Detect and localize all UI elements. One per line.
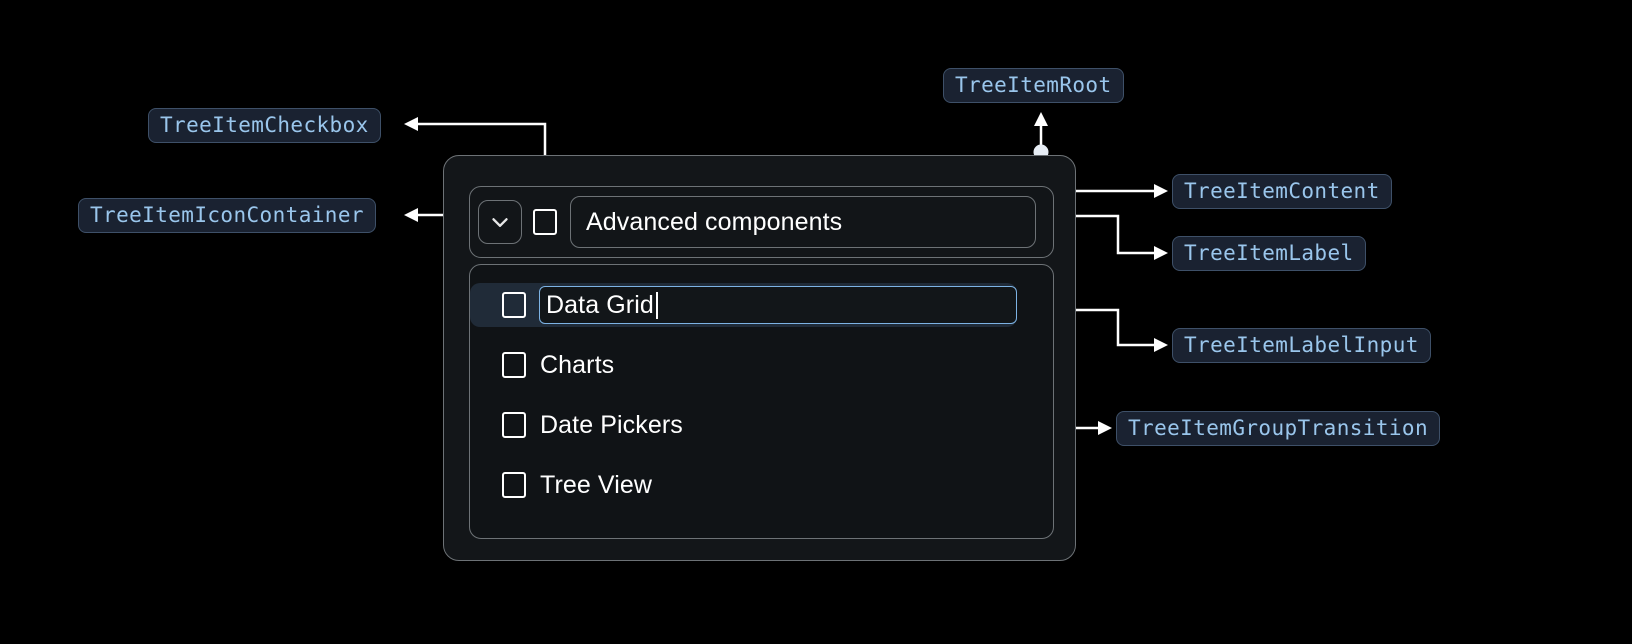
tree-item-label-input[interactable]: Data Grid [539, 286, 1017, 324]
arrowhead-label [1154, 246, 1168, 260]
annotation-chip-tree-item-icon-container: TreeItemIconContainer [78, 198, 376, 233]
tree-item-label[interactable]: Advanced components [570, 196, 1036, 248]
tree-item-row[interactable]: Tree View [470, 463, 1053, 507]
chevron-down-icon [487, 209, 513, 235]
tree-item-label[interactable]: Tree View [540, 470, 653, 499]
tree-item-checkbox[interactable] [502, 472, 526, 498]
annotation-chip-tree-item-content: TreeItemContent [1172, 174, 1392, 209]
tree-item-row[interactable]: Date Pickers [470, 403, 1053, 447]
annotation-chip-tree-item-label-input: TreeItemLabelInput [1172, 328, 1431, 363]
arrowhead-checkbox [404, 117, 418, 131]
tree-item-label[interactable]: Date Pickers [540, 410, 683, 439]
tree-item-label-input-value: Data Grid [546, 290, 654, 319]
tree-item-group-transition: Data Grid Charts Date Pickers Tree View [469, 264, 1054, 539]
annotation-chip-tree-item-label: TreeItemLabel [1172, 236, 1366, 271]
tree-item-root[interactable]: Advanced components Data Grid Charts Dat… [443, 155, 1076, 561]
text-caret [655, 291, 658, 319]
tree-item-icon-container[interactable] [478, 200, 522, 244]
annotation-chip-tree-item-group-transition: TreeItemGroupTransition [1116, 411, 1440, 446]
tree-item-checkbox[interactable] [502, 292, 526, 318]
tree-item-row[interactable]: Data Grid [470, 283, 1017, 327]
tree-item-row[interactable]: Charts [470, 343, 1053, 387]
tree-item-checkbox[interactable] [502, 352, 526, 378]
tree-item-label[interactable]: Charts [540, 350, 615, 379]
tree-item-content[interactable]: Advanced components [469, 186, 1054, 258]
annotation-chip-tree-item-checkbox: TreeItemCheckbox [148, 108, 381, 143]
arrowhead-icon-container [404, 208, 418, 222]
tree-item-checkbox[interactable] [502, 412, 526, 438]
tree-item-checkbox[interactable] [533, 209, 557, 235]
arrowhead-group-transition [1098, 421, 1112, 435]
arrowhead-label-input [1154, 338, 1168, 352]
arrowhead-content [1154, 184, 1168, 198]
arrowhead-root [1034, 112, 1048, 126]
annotation-chip-tree-item-root: TreeItemRoot [943, 68, 1124, 103]
